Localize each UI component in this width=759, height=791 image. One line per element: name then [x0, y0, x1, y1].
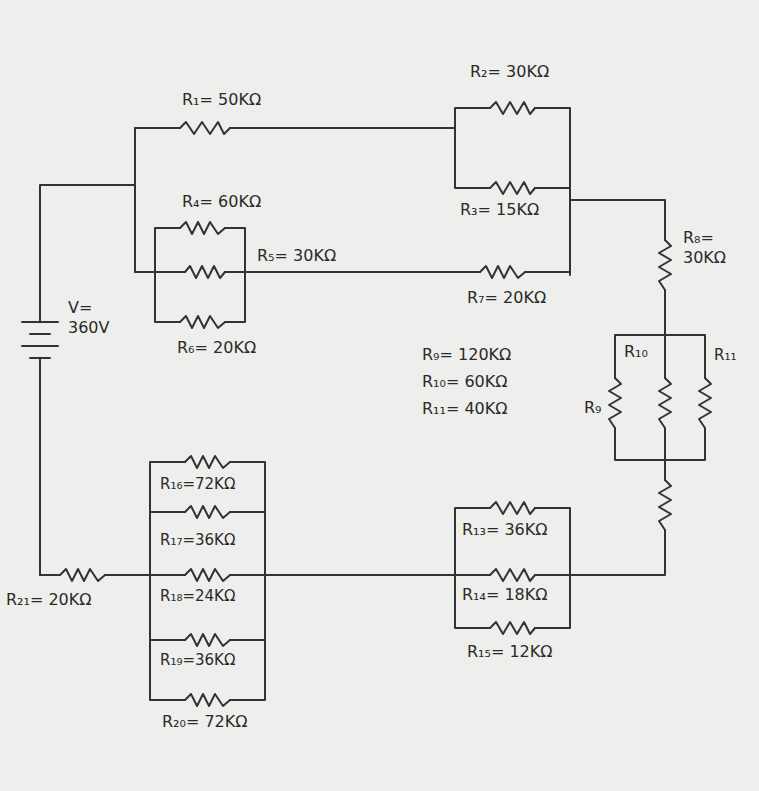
resistor-label: R₄= 60KΩ [180, 192, 263, 212]
resistor-label: R₉ [582, 398, 604, 418]
resistor-symbol [699, 378, 711, 428]
resistor-symbol [609, 378, 621, 428]
resistor-symbol [185, 506, 230, 518]
resistor-label: R₅= 30KΩ [255, 246, 338, 266]
resistor-symbol [60, 569, 105, 581]
resistor-symbol [659, 480, 671, 530]
resistor-symbol [185, 569, 230, 581]
wire [40, 128, 135, 575]
wire [455, 108, 570, 275]
resistor-label: R₁₀ [622, 342, 650, 362]
resistor-symbol [490, 502, 535, 514]
resistor-symbol [185, 266, 225, 278]
resistor-symbol [659, 378, 671, 428]
resistor-symbol [480, 266, 525, 278]
resistor-label: R₁₅= 12KΩ [465, 642, 555, 662]
resistor-symbol [490, 569, 535, 581]
resistor-label: R₁₉=36KΩ [158, 650, 237, 670]
wire [40, 462, 455, 700]
resistor-label: R₁₄= 18KΩ [460, 585, 550, 605]
resistor-label: R₁₇=36KΩ [158, 530, 237, 550]
resistor-label: R₁₆=72KΩ [158, 474, 237, 494]
resistor-symbol [490, 182, 535, 194]
resistor-symbol [185, 634, 230, 646]
resistor-symbol [659, 240, 671, 290]
resistor-label: R₁₁ [712, 345, 738, 365]
resistor-symbol [185, 456, 230, 468]
wire [135, 228, 570, 322]
resistor-label: R₁₃= 36KΩ [460, 520, 550, 540]
resistor-label: R₁₀= 60KΩ [420, 372, 510, 392]
resistor-symbol [180, 222, 225, 234]
resistor-label: R₉= 120KΩ [420, 345, 513, 365]
resistor-symbol [185, 694, 230, 706]
resistor-symbol [180, 316, 225, 328]
resistor-label: R₆= 20KΩ [175, 338, 258, 358]
resistor-label: R₁₁= 40KΩ [420, 399, 510, 419]
resistor-label: R₈= 30KΩ [681, 228, 755, 268]
resistor-label: V= 360V [66, 298, 122, 338]
resistor-label: R₃= 15KΩ [458, 200, 541, 220]
resistor-label: R₂= 30KΩ [468, 62, 551, 82]
resistor-label: R₂₀= 72KΩ [160, 712, 250, 732]
resistor-symbol [490, 622, 535, 634]
resistor-label: R₁= 50KΩ [180, 90, 263, 110]
resistor-label: R₁₈=24KΩ [158, 586, 237, 606]
wire [455, 508, 570, 628]
resistor-label: R₂₁= 20KΩ [4, 590, 94, 610]
wire [135, 127, 455, 129]
resistor-label: R₇= 20KΩ [465, 288, 548, 308]
resistor-symbol [180, 122, 230, 134]
resistor-symbol [490, 102, 535, 114]
battery-symbol [22, 322, 58, 358]
